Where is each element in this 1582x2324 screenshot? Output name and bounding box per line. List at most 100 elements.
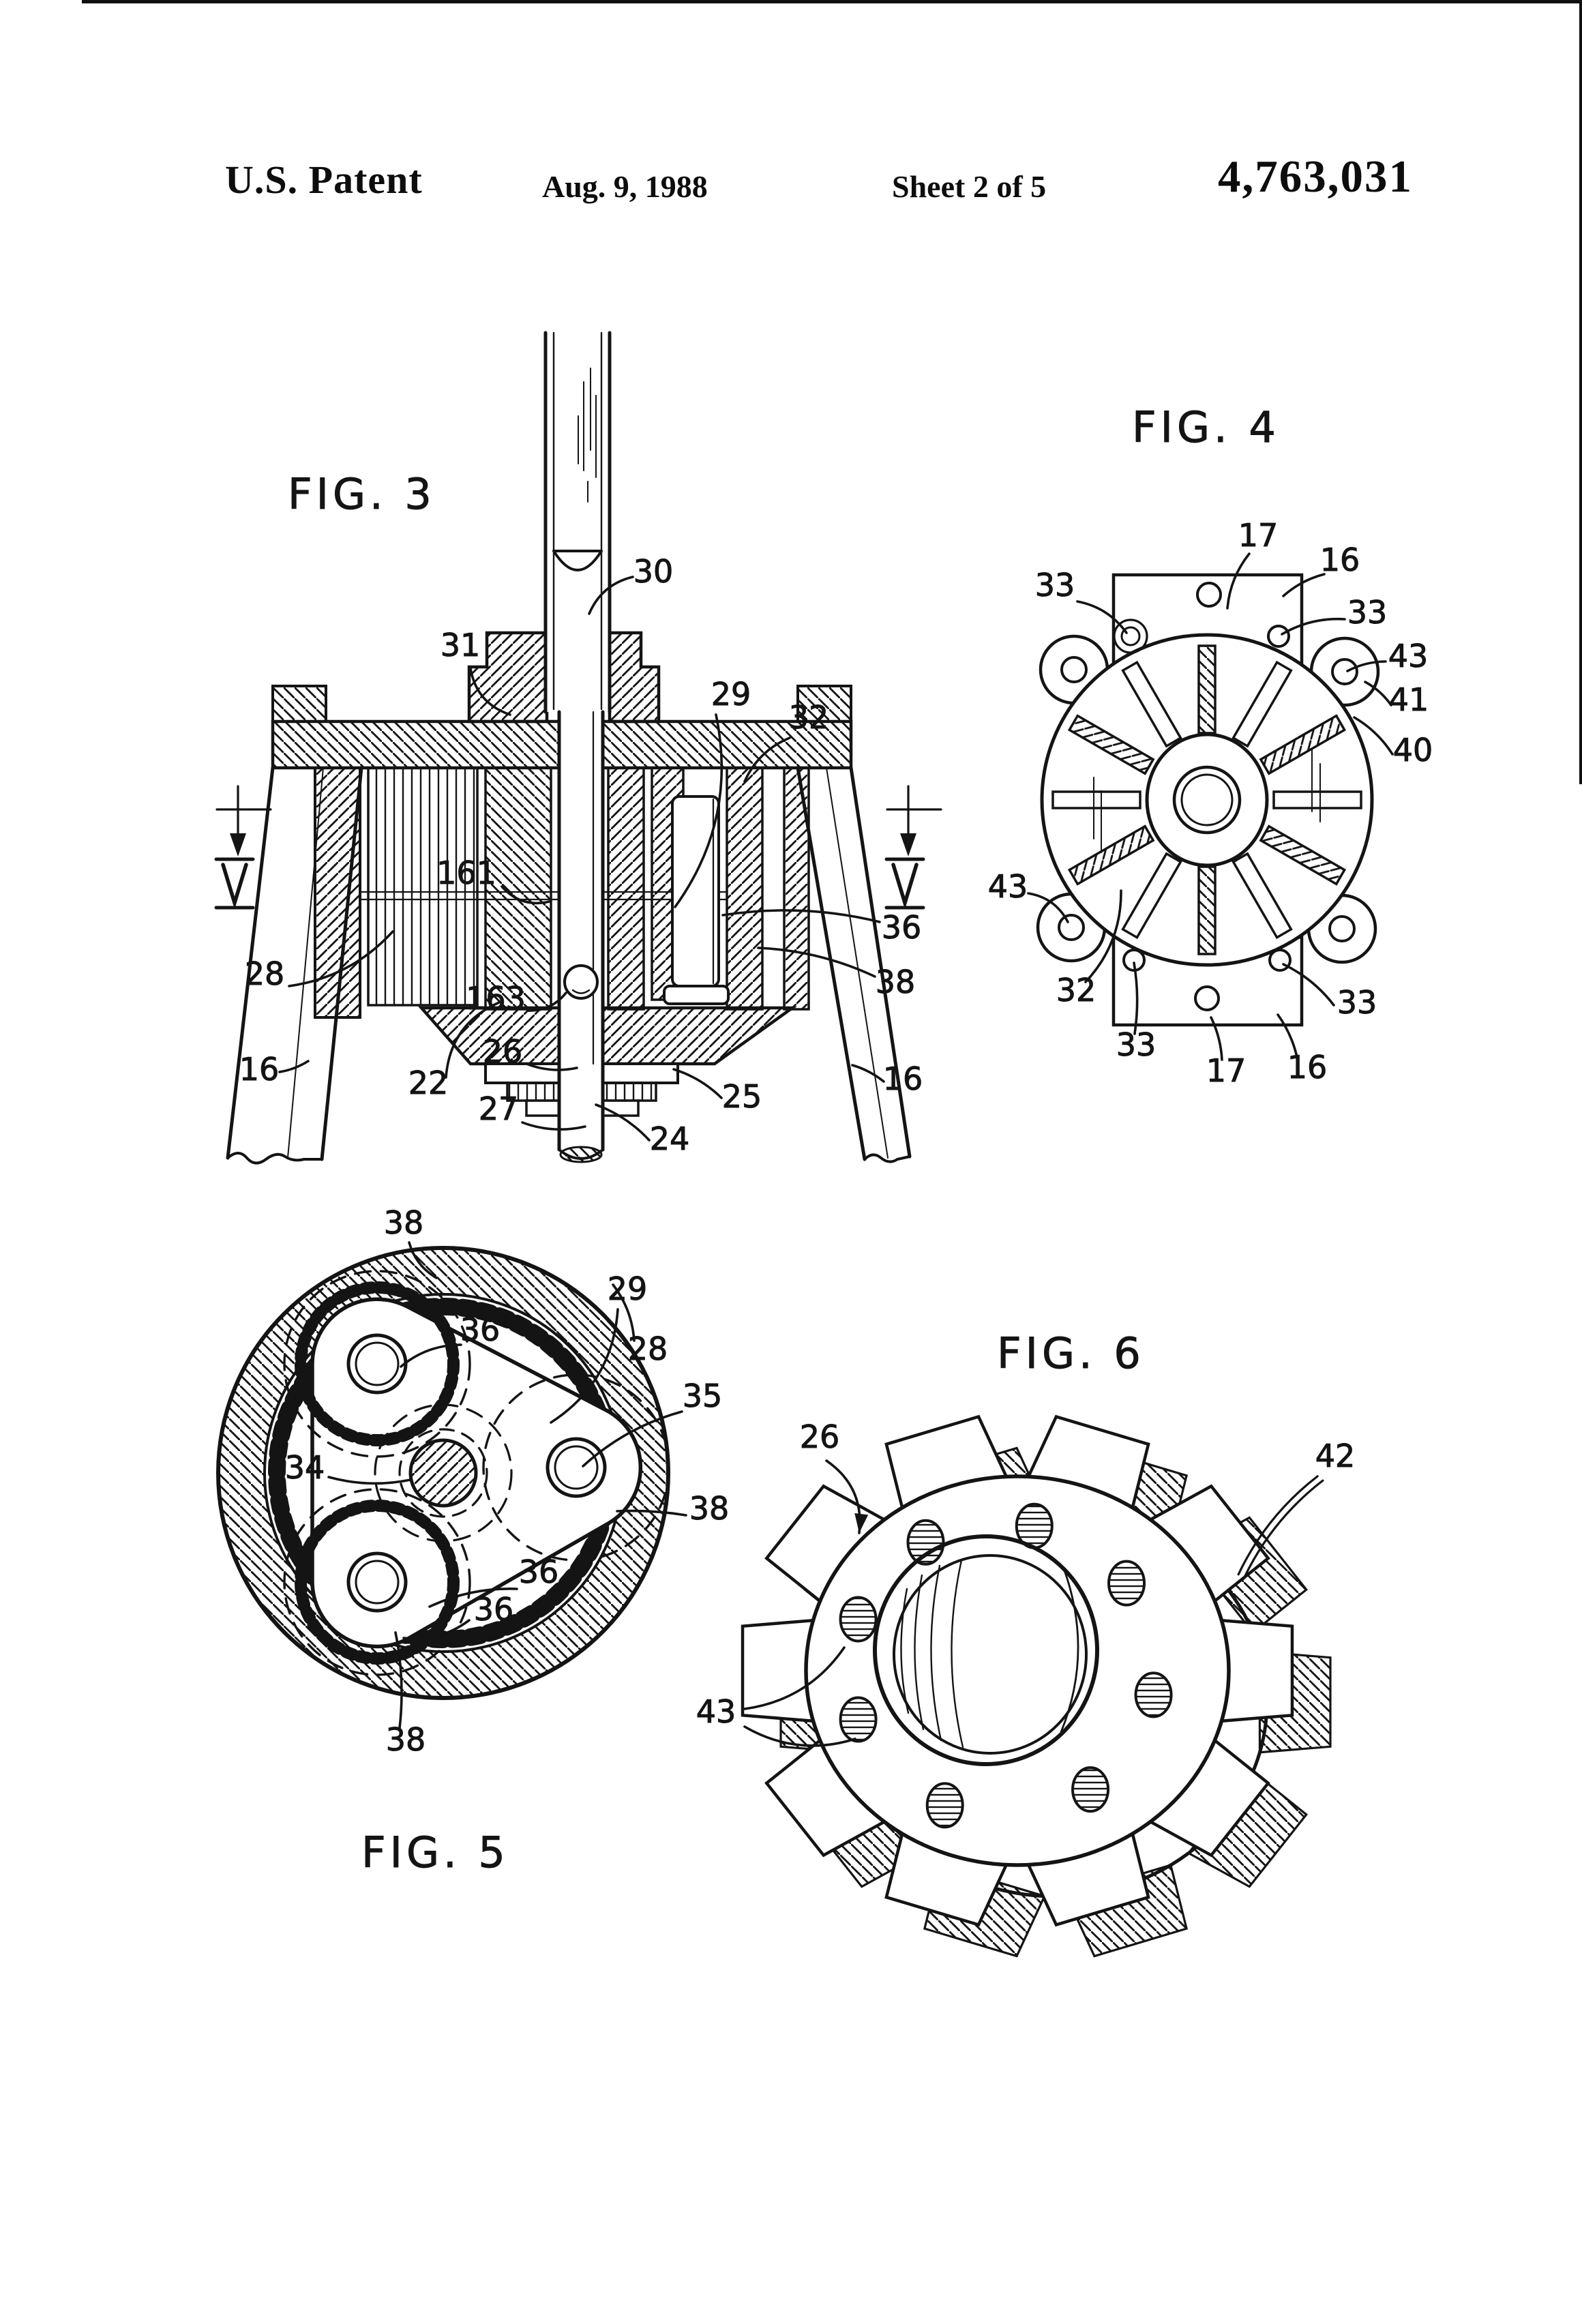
ref-numeral: 34 bbox=[285, 1449, 325, 1486]
leader-line bbox=[1027, 892, 1069, 923]
leader-line bbox=[525, 1062, 578, 1071]
ref-numeral: 38 bbox=[876, 964, 916, 1000]
rotor-spoke bbox=[1197, 644, 1217, 734]
ref-numeral: 38 bbox=[384, 1204, 424, 1241]
leader-arrowhead bbox=[854, 1513, 869, 1533]
ref-numeral: 33 bbox=[1116, 1026, 1156, 1063]
ref-numeral: 17 bbox=[1206, 1052, 1247, 1089]
ref-numeral: 40 bbox=[1393, 732, 1433, 769]
ref-numeral: 33 bbox=[1035, 567, 1075, 604]
header-patent-number: 4,763,031 bbox=[1218, 151, 1413, 202]
fig3-cap bbox=[467, 631, 661, 724]
fig4-spokes bbox=[1051, 644, 1362, 955]
leader-line bbox=[278, 1060, 310, 1073]
fig3-housing bbox=[314, 766, 810, 1019]
ref-numeral: 161 bbox=[436, 854, 496, 891]
ref-numeral: 16 bbox=[883, 1060, 923, 1097]
ref-numeral: 30 bbox=[633, 553, 674, 590]
leader-line bbox=[469, 667, 511, 716]
fig5-sun bbox=[374, 1403, 513, 1543]
leader-line bbox=[501, 885, 551, 905]
ref-numeral: 16 bbox=[1320, 541, 1360, 578]
rotor-spoke bbox=[1197, 865, 1217, 955]
ref-numeral: 31 bbox=[441, 627, 481, 664]
gear-face-hole bbox=[925, 1782, 964, 1829]
ref-numeral: 38 bbox=[386, 1721, 426, 1758]
leader-line bbox=[612, 1283, 636, 1342]
leader-line bbox=[1346, 660, 1387, 672]
gear-tooth bbox=[1220, 1618, 1294, 1723]
leader-line bbox=[672, 1068, 723, 1099]
ref-numeral: 33 bbox=[1337, 984, 1377, 1021]
ref-numeral: 24 bbox=[650, 1120, 690, 1157]
leader-line bbox=[1281, 617, 1346, 636]
leader-line bbox=[743, 1646, 846, 1710]
leader-line bbox=[1133, 962, 1139, 1035]
gear-face-hole bbox=[1071, 1766, 1110, 1813]
fig3-follower bbox=[663, 795, 730, 1005]
fig3-top-shaft bbox=[543, 331, 612, 714]
ref-numeral: 36 bbox=[474, 1591, 514, 1628]
figure-3: FIG. 3 303129321611632627281622252416363… bbox=[214, 331, 941, 1165]
ref-numeral: 26 bbox=[800, 1418, 840, 1455]
gear-face-hole bbox=[839, 1696, 878, 1743]
leader-line bbox=[1237, 1475, 1319, 1576]
leader-line bbox=[1084, 889, 1122, 983]
ref-numeral: 32 bbox=[789, 699, 829, 736]
fig5-planets bbox=[283, 1270, 670, 1676]
fig3-center-shaft bbox=[557, 710, 605, 1069]
header-title: U.S. Patent bbox=[225, 158, 423, 202]
leader-line bbox=[394, 1631, 403, 1729]
leader-line bbox=[743, 736, 791, 783]
section-marker-left bbox=[214, 785, 272, 910]
ref-numeral: 29 bbox=[608, 1270, 648, 1307]
ref-numeral: 41 bbox=[1389, 681, 1429, 718]
ref-numeral: 28 bbox=[245, 955, 285, 992]
ref-numeral: 29 bbox=[711, 676, 751, 713]
leader-line bbox=[721, 909, 881, 923]
ref-numeral: 43 bbox=[696, 1693, 736, 1730]
leader-line bbox=[408, 1241, 438, 1279]
leader-line bbox=[1242, 1479, 1324, 1580]
rotor-spoke bbox=[1067, 824, 1155, 886]
ref-numeral: 43 bbox=[988, 868, 1028, 905]
ref-numeral: 36 bbox=[882, 909, 922, 946]
ref-numeral: 42 bbox=[1315, 1437, 1356, 1474]
leader-line bbox=[588, 576, 634, 615]
ref-numeral: 27 bbox=[479, 1090, 519, 1127]
leader-line bbox=[1364, 681, 1392, 706]
figure-5-title: FIG. 5 bbox=[361, 1828, 509, 1877]
figure-6: FIG. 6 26 42 43 bbox=[696, 1328, 1356, 1958]
rotor-spoke bbox=[1272, 790, 1362, 809]
leader-line bbox=[526, 992, 567, 1012]
fig6-bore bbox=[873, 1534, 1099, 1766]
leader-line bbox=[550, 1308, 619, 1424]
rotor-spoke bbox=[1259, 824, 1347, 886]
ref-numeral: 33 bbox=[1347, 594, 1388, 631]
leader-line bbox=[674, 713, 723, 908]
leader-line bbox=[521, 1121, 586, 1131]
leader-line bbox=[851, 1064, 885, 1083]
rotor-spoke bbox=[1067, 714, 1155, 775]
leader-line bbox=[402, 1619, 471, 1640]
rotor-spoke bbox=[1051, 790, 1141, 809]
fig4-shading bbox=[1093, 749, 1321, 853]
ref-numeral: 36 bbox=[519, 1553, 559, 1590]
leader-line bbox=[327, 1476, 412, 1485]
leader-line bbox=[1282, 963, 1335, 1007]
figure-6-title: FIG. 6 bbox=[997, 1328, 1145, 1378]
ref-numeral: 22 bbox=[408, 1064, 449, 1101]
leader-line bbox=[1210, 1016, 1223, 1061]
scan-edge-top bbox=[82, 0, 1582, 3]
gear-face-hole bbox=[839, 1596, 878, 1643]
gear-face-hole bbox=[1134, 1671, 1173, 1718]
leader-line bbox=[1277, 1013, 1298, 1058]
scan-edge-right bbox=[1579, 0, 1582, 784]
ref-numeral: 32 bbox=[1056, 972, 1096, 1009]
gear-face-hole bbox=[1107, 1560, 1146, 1607]
rotor-spoke bbox=[1121, 852, 1182, 940]
